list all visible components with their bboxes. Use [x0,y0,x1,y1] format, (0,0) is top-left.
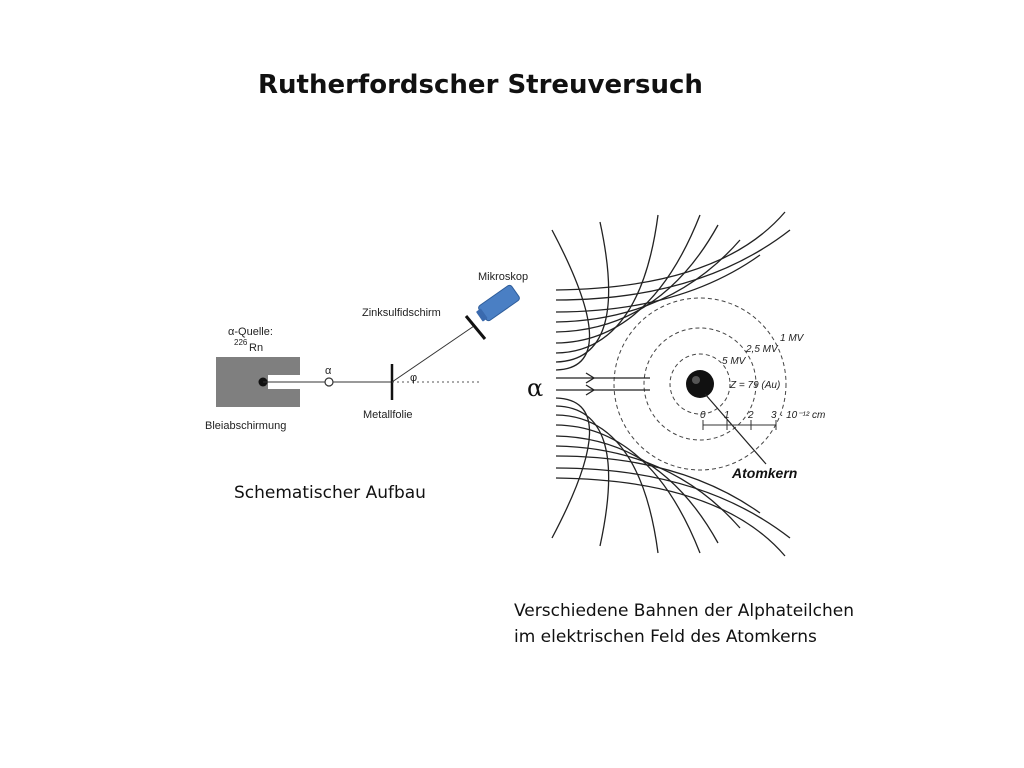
screen-label: Zinksulfidschirm [362,307,441,319]
setup-diagram: α-Quelle: 226 Rn Bleiabschirmung α Metal… [205,271,528,432]
alpha-particle-marker [324,377,334,387]
foil-label: Metallfolie [363,409,413,421]
scale-tick-0: 0 [700,410,706,421]
angle-label: φ [410,372,417,384]
microscope-label: Mikroskop [478,271,528,283]
charge-label: Z = 79 (Au) [729,380,780,391]
scale-tick-3: 3 [771,410,777,421]
source-label: α-Quelle: [228,326,273,338]
microscope-icon [476,284,520,322]
isotope-mass: 226 [234,338,248,347]
nucleus [686,370,714,398]
nucleus-highlight [692,376,700,384]
energy-label-2-5mv: 2,5 MV [745,344,779,355]
energy-circle-2-5mv [643,327,757,441]
nucleus-label: Atomkern [731,465,797,481]
caption-setup: Schematischer Aufbau [234,483,426,503]
zinc-sulfide-screen [464,315,487,340]
energy-label-5mv: 5 MV [722,356,747,367]
scale-tick-1: 1 [724,410,730,421]
energy-circle-1mv [613,297,787,471]
isotope-symbol: Rn [249,342,263,354]
energy-circle-5mv [669,353,731,415]
scale-unit: · 10⁻¹² cm [780,410,825,421]
trajectories-lower [551,397,791,557]
trajectories-upper [551,211,791,371]
lead-shield [216,357,300,407]
scatter-diagram: α 1 MV 2,5 MV 5 MV Z = 79 (Au) 0 1 2 3 ·… [527,211,825,557]
energy-label-1mv: 1 MV [780,333,805,344]
incoming-rays [556,372,650,396]
alpha-label-small: α [325,365,332,377]
nucleus-pointer [704,393,767,465]
shield-label: Bleiabschirmung [205,420,286,432]
scale-bar [702,420,777,430]
slide-title: Rutherfordscher Streuversuch [258,70,703,100]
alpha-label-large: α [527,374,543,402]
scattered-ray [391,325,475,383]
caption-trajectories-line-2: im elektrischen Feld des Atomkerns [514,627,817,647]
caption-trajectories-line-1: Verschiedene Bahnen der Alphateilchen [514,601,854,621]
scale-tick-2: 2 [747,410,754,421]
caption-trajectories: Verschiedene Bahnen der Alphateilchen im… [514,598,854,650]
